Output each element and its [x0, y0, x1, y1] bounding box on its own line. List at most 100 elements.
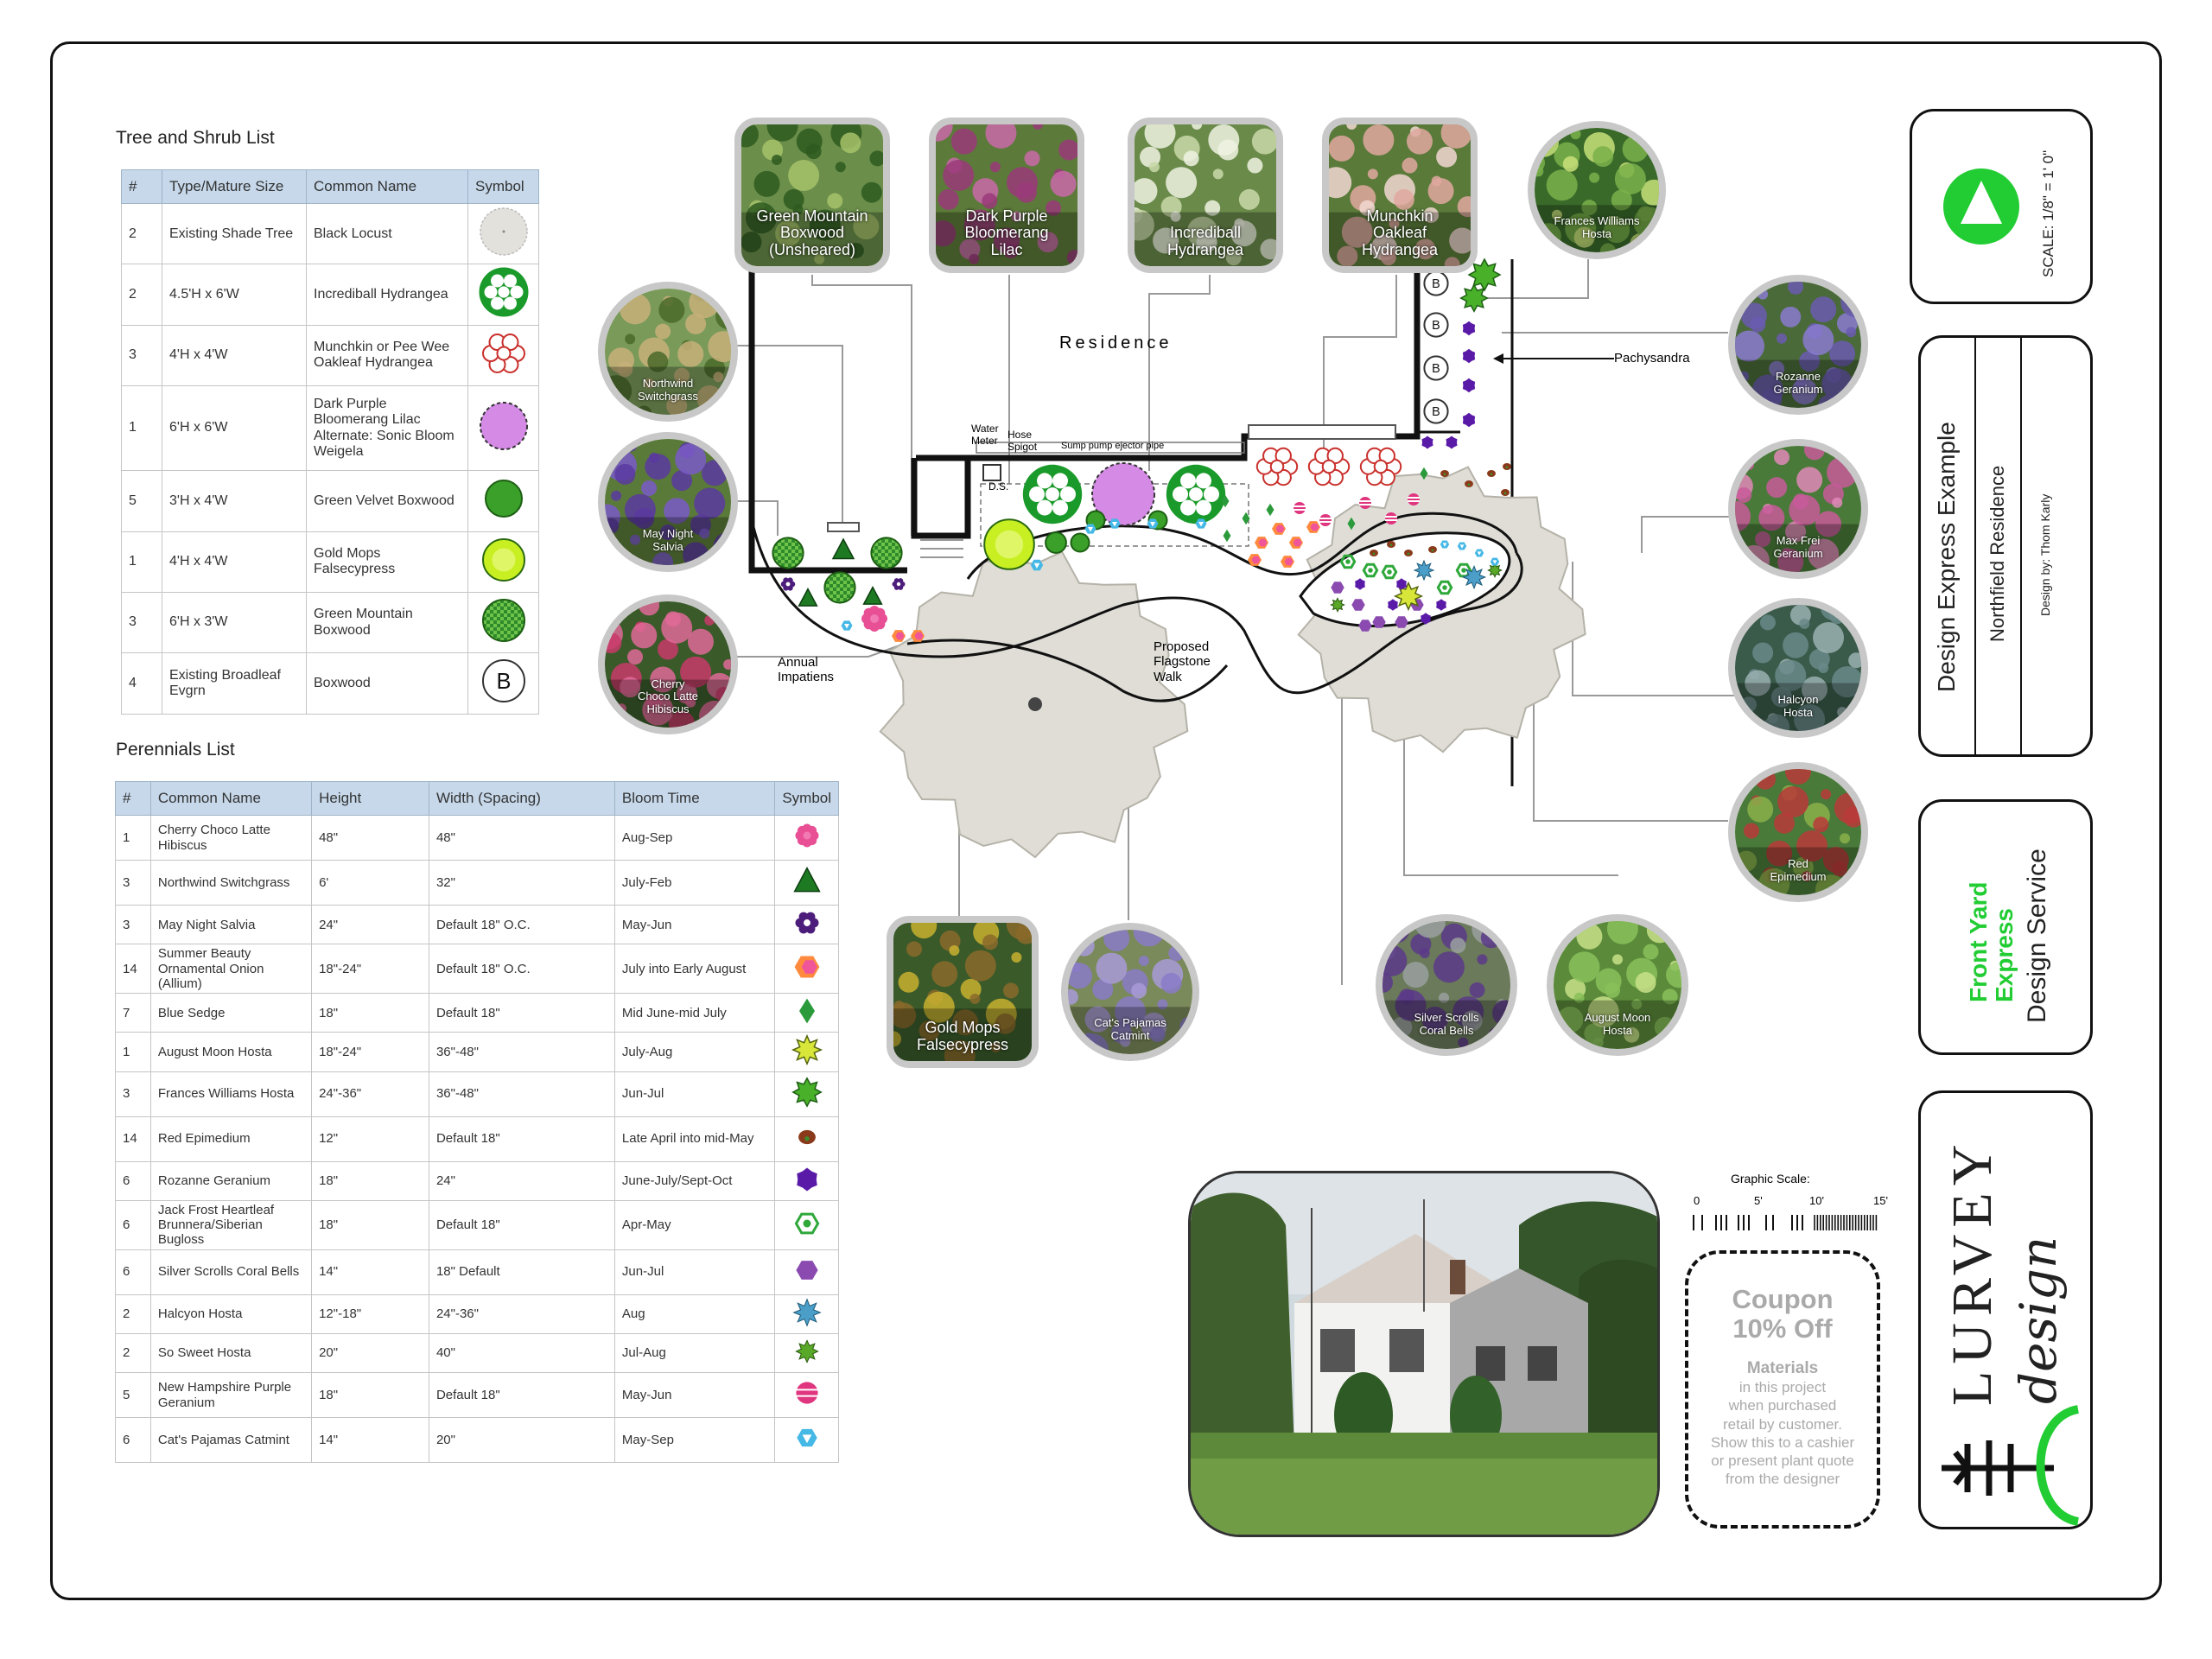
plant-photo-label: May Night Salvia: [642, 527, 694, 553]
plant-photo-silver: Silver Scrolls Coral Bells: [1376, 914, 1517, 1056]
drawing-frame: [50, 41, 2162, 1600]
table-cell-qty: 4: [121, 652, 162, 715]
violet-hexagon-icon: [796, 1260, 818, 1280]
green-triangle-icon: [793, 867, 821, 893]
plant-photo-label: Red Epimedium: [1770, 857, 1827, 883]
table-cell-height: 14": [311, 1249, 429, 1295]
plant-photo-label: Frances Williams Hosta: [1554, 214, 1640, 240]
scale-label: SCALE: 1/8" = 1' 0": [2040, 149, 2056, 277]
table-cell-name: Rozanne Geranium: [149, 1160, 313, 1201]
graphic-scale-label: Graphic Scale:: [1731, 1172, 1810, 1185]
logo-script: design: [2009, 1236, 2068, 1404]
table-cell-name: So Sweet Hosta: [149, 1332, 313, 1374]
b-circle-icon: B: [481, 659, 525, 703]
table-cell-symbol: [774, 1332, 839, 1374]
table-cell-qty: 1: [121, 385, 162, 472]
table-cell-width: 48": [428, 815, 615, 861]
plant-photo-image: [1135, 124, 1276, 266]
table-cell-width: 24"-36": [428, 1294, 615, 1334]
table-cell-name: Silver Scrolls Coral Bells: [149, 1249, 313, 1295]
table-cell-height: 18"-24": [311, 1032, 429, 1072]
table-cell-height: 18": [311, 1372, 429, 1418]
table-cell-width: 36"-48": [428, 1071, 615, 1117]
table-cell-width: 40": [428, 1332, 615, 1374]
plant-photo-label: Halcyon Hosta: [1777, 693, 1819, 719]
graphic-scale-tick: 10': [1809, 1194, 1824, 1207]
table-cell-height: 12"-18": [311, 1294, 429, 1334]
service-panel: Front Yard Express Design Service: [1918, 799, 2093, 1055]
table-cell-symbol: [467, 324, 539, 387]
plant-photo-lilac: Dark Purple Bloomerang Lilac: [929, 118, 1084, 273]
plant-photo-image: [741, 124, 883, 266]
table-cell-bloom: Jul-Aug: [613, 1332, 776, 1374]
table-cell-symbol: [467, 591, 539, 654]
table-cell-type: 4.5'H x 6'W: [162, 264, 307, 326]
table-cell-type: Existing Broadleaf Evgrn: [162, 652, 307, 715]
perennials-list-header-2: Height: [311, 781, 429, 816]
table-cell-symbol: [774, 815, 839, 861]
table-cell-bloom: July-Aug: [613, 1032, 776, 1072]
table-cell-qty: 3: [115, 860, 151, 906]
coupon-body: in this project when purchased retail by…: [1710, 1379, 1855, 1488]
plant-photo-image: [893, 923, 1032, 1061]
plant-photo-cherry: Cherry Choco Latte Hibiscus: [598, 594, 738, 734]
table-cell-height: 24": [311, 904, 429, 945]
plant-photo-image: [1735, 769, 1861, 895]
table-cell-symbol: [467, 531, 539, 593]
plant-photo-maxfrei: Max Frei Geranium: [1728, 439, 1868, 579]
tree-shrub-list-title: Tree and Shrub List: [116, 128, 275, 148]
coupon-materials: Materials: [1746, 1359, 1819, 1378]
plant-photo-redepi: Red Epimedium: [1728, 762, 1868, 902]
plant-photo-label: Northwind Switchgrass: [637, 377, 699, 403]
table-cell-qty: 6: [115, 1249, 151, 1295]
table-cell-bloom: Jun-Jul: [613, 1071, 776, 1117]
table-cell-width: Default 18": [428, 1116, 615, 1162]
table-cell-height: 18": [311, 992, 429, 1033]
table-cell-type: Existing Shade Tree: [162, 202, 307, 265]
red-flower-cluster-icon: [481, 333, 525, 373]
plant-photo-label: Silver Scrolls Coral Bells: [1414, 1011, 1479, 1037]
table-cell-symbol: [774, 1249, 839, 1295]
table-cell-name: Boxwood: [306, 652, 468, 715]
table-cell-height: 18"-24": [311, 944, 429, 994]
downspout-label: D.S.: [988, 480, 1009, 493]
table-cell-width: 20": [428, 1417, 615, 1463]
table-cell-bloom: Aug-Sep: [613, 815, 776, 861]
table-cell-height: 18": [311, 1199, 429, 1250]
plant-photo-catspj: Cat's Pajamas Catmint: [1061, 923, 1199, 1061]
graphic-scale-bar: [1693, 1215, 1878, 1230]
table-cell-width: 32": [428, 860, 615, 906]
designer-label: Design by: Thom Karly: [2038, 493, 2052, 616]
table-cell-symbol: [774, 860, 839, 906]
table-cell-width: Default 18": [428, 1199, 615, 1250]
table-cell-qty: 3: [121, 324, 162, 387]
table-cell-qty: 6: [115, 1199, 151, 1250]
perennials-list-header-0: #: [115, 781, 151, 816]
table-cell-height: 48": [311, 815, 429, 861]
green-diamond-icon: [798, 998, 815, 1024]
tree-shrub-list-header-2: Common Name: [306, 169, 468, 204]
plant-photo-halcyon: Halcyon Hosta: [1728, 598, 1868, 738]
table-cell-bloom: Apr-May: [613, 1199, 776, 1250]
logo-panel: LURVEY design: [1918, 1090, 2093, 1529]
table-cell-symbol: [774, 1294, 839, 1334]
green-flower-cluster-icon: [479, 267, 528, 317]
project-title: Design Express Example: [1933, 422, 1960, 692]
blue-shield-icon: [796, 1429, 817, 1447]
table-cell-qty: 2: [115, 1332, 151, 1374]
plant-photo-label: Dark Purple Bloomerang Lilac: [964, 207, 1049, 259]
table-cell-qty: 1: [115, 815, 151, 861]
svg-text:B: B: [496, 670, 511, 694]
